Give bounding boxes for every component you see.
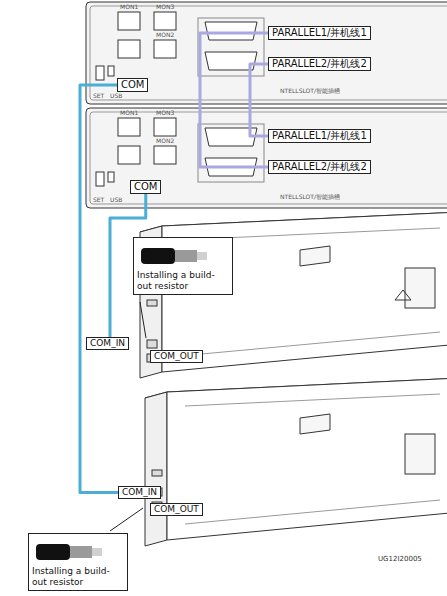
silkscreen-text: MON3	[156, 110, 174, 117]
plug-body	[141, 248, 175, 264]
port-name: COM_OUT	[154, 351, 199, 362]
plug-body	[36, 544, 70, 560]
port-label: COM_OUT	[150, 503, 203, 516]
port-name: COM_IN	[90, 338, 125, 349]
controller-panel	[86, 2, 447, 104]
port-name: COM_OUT	[154, 504, 199, 515]
silkscreen-text: MON1	[120, 110, 138, 117]
silkscreen-text: SET	[93, 197, 104, 204]
port-name: PARALLEL1/并机线1	[272, 130, 367, 142]
silkscreen-text: USB	[110, 93, 122, 100]
resistor-plug-picture	[137, 240, 229, 270]
port-label: PARALLEL1/并机线1	[268, 129, 371, 143]
port-name: COM	[134, 181, 157, 193]
callout-text: Installing a build-out resistor	[137, 270, 229, 292]
silkscreen-text: MON2	[156, 138, 174, 145]
silkscreen-text: MON3	[156, 4, 174, 11]
silkscreen-text: USB	[110, 197, 122, 204]
communication-cable	[200, 33, 268, 167]
port-name: PARALLEL2/并机线2	[272, 161, 367, 173]
silkscreen-text: NTELLSLOT/智能插槽	[280, 88, 340, 95]
communication-cable	[250, 64, 268, 136]
plug-head	[175, 250, 197, 262]
port-label: COM	[130, 180, 161, 194]
callout-box: Installing a build-out resistor	[133, 237, 233, 295]
plug-head	[70, 546, 92, 558]
controller-panel	[86, 108, 447, 208]
port-label: COM_OUT	[150, 350, 203, 363]
callout-text: Installing a build-out resistor	[32, 566, 124, 588]
figure-code: UG12I20005	[378, 556, 422, 564]
silkscreen-text: MON2	[156, 32, 174, 39]
port-label: COM	[117, 78, 148, 92]
callout-box: Installing a build-out resistor	[28, 533, 128, 591]
port-name: PARALLEL2/并机线2	[272, 58, 367, 70]
resistor-plug-picture	[32, 536, 124, 566]
port-label: PARALLEL1/并机线1	[268, 26, 371, 40]
plug-tip	[197, 252, 207, 260]
port-name: COM	[121, 79, 144, 91]
port-label: PARALLEL2/并机线2	[268, 57, 371, 71]
port-label: PARALLEL2/并机线2	[268, 160, 371, 174]
port-label: COM_IN	[118, 486, 161, 499]
silkscreen-text: SET	[93, 93, 104, 100]
battery-unit	[145, 378, 447, 546]
port-label: COM_IN	[86, 337, 129, 350]
silkscreen-text: MON1	[120, 4, 138, 11]
port-name: COM_IN	[122, 487, 157, 498]
port-name: PARALLEL1/并机线1	[272, 27, 367, 39]
plug-tip	[92, 548, 102, 556]
silkscreen-text: NTELLSLOT/智能插槽	[280, 194, 340, 201]
communication-cable	[80, 85, 118, 492]
